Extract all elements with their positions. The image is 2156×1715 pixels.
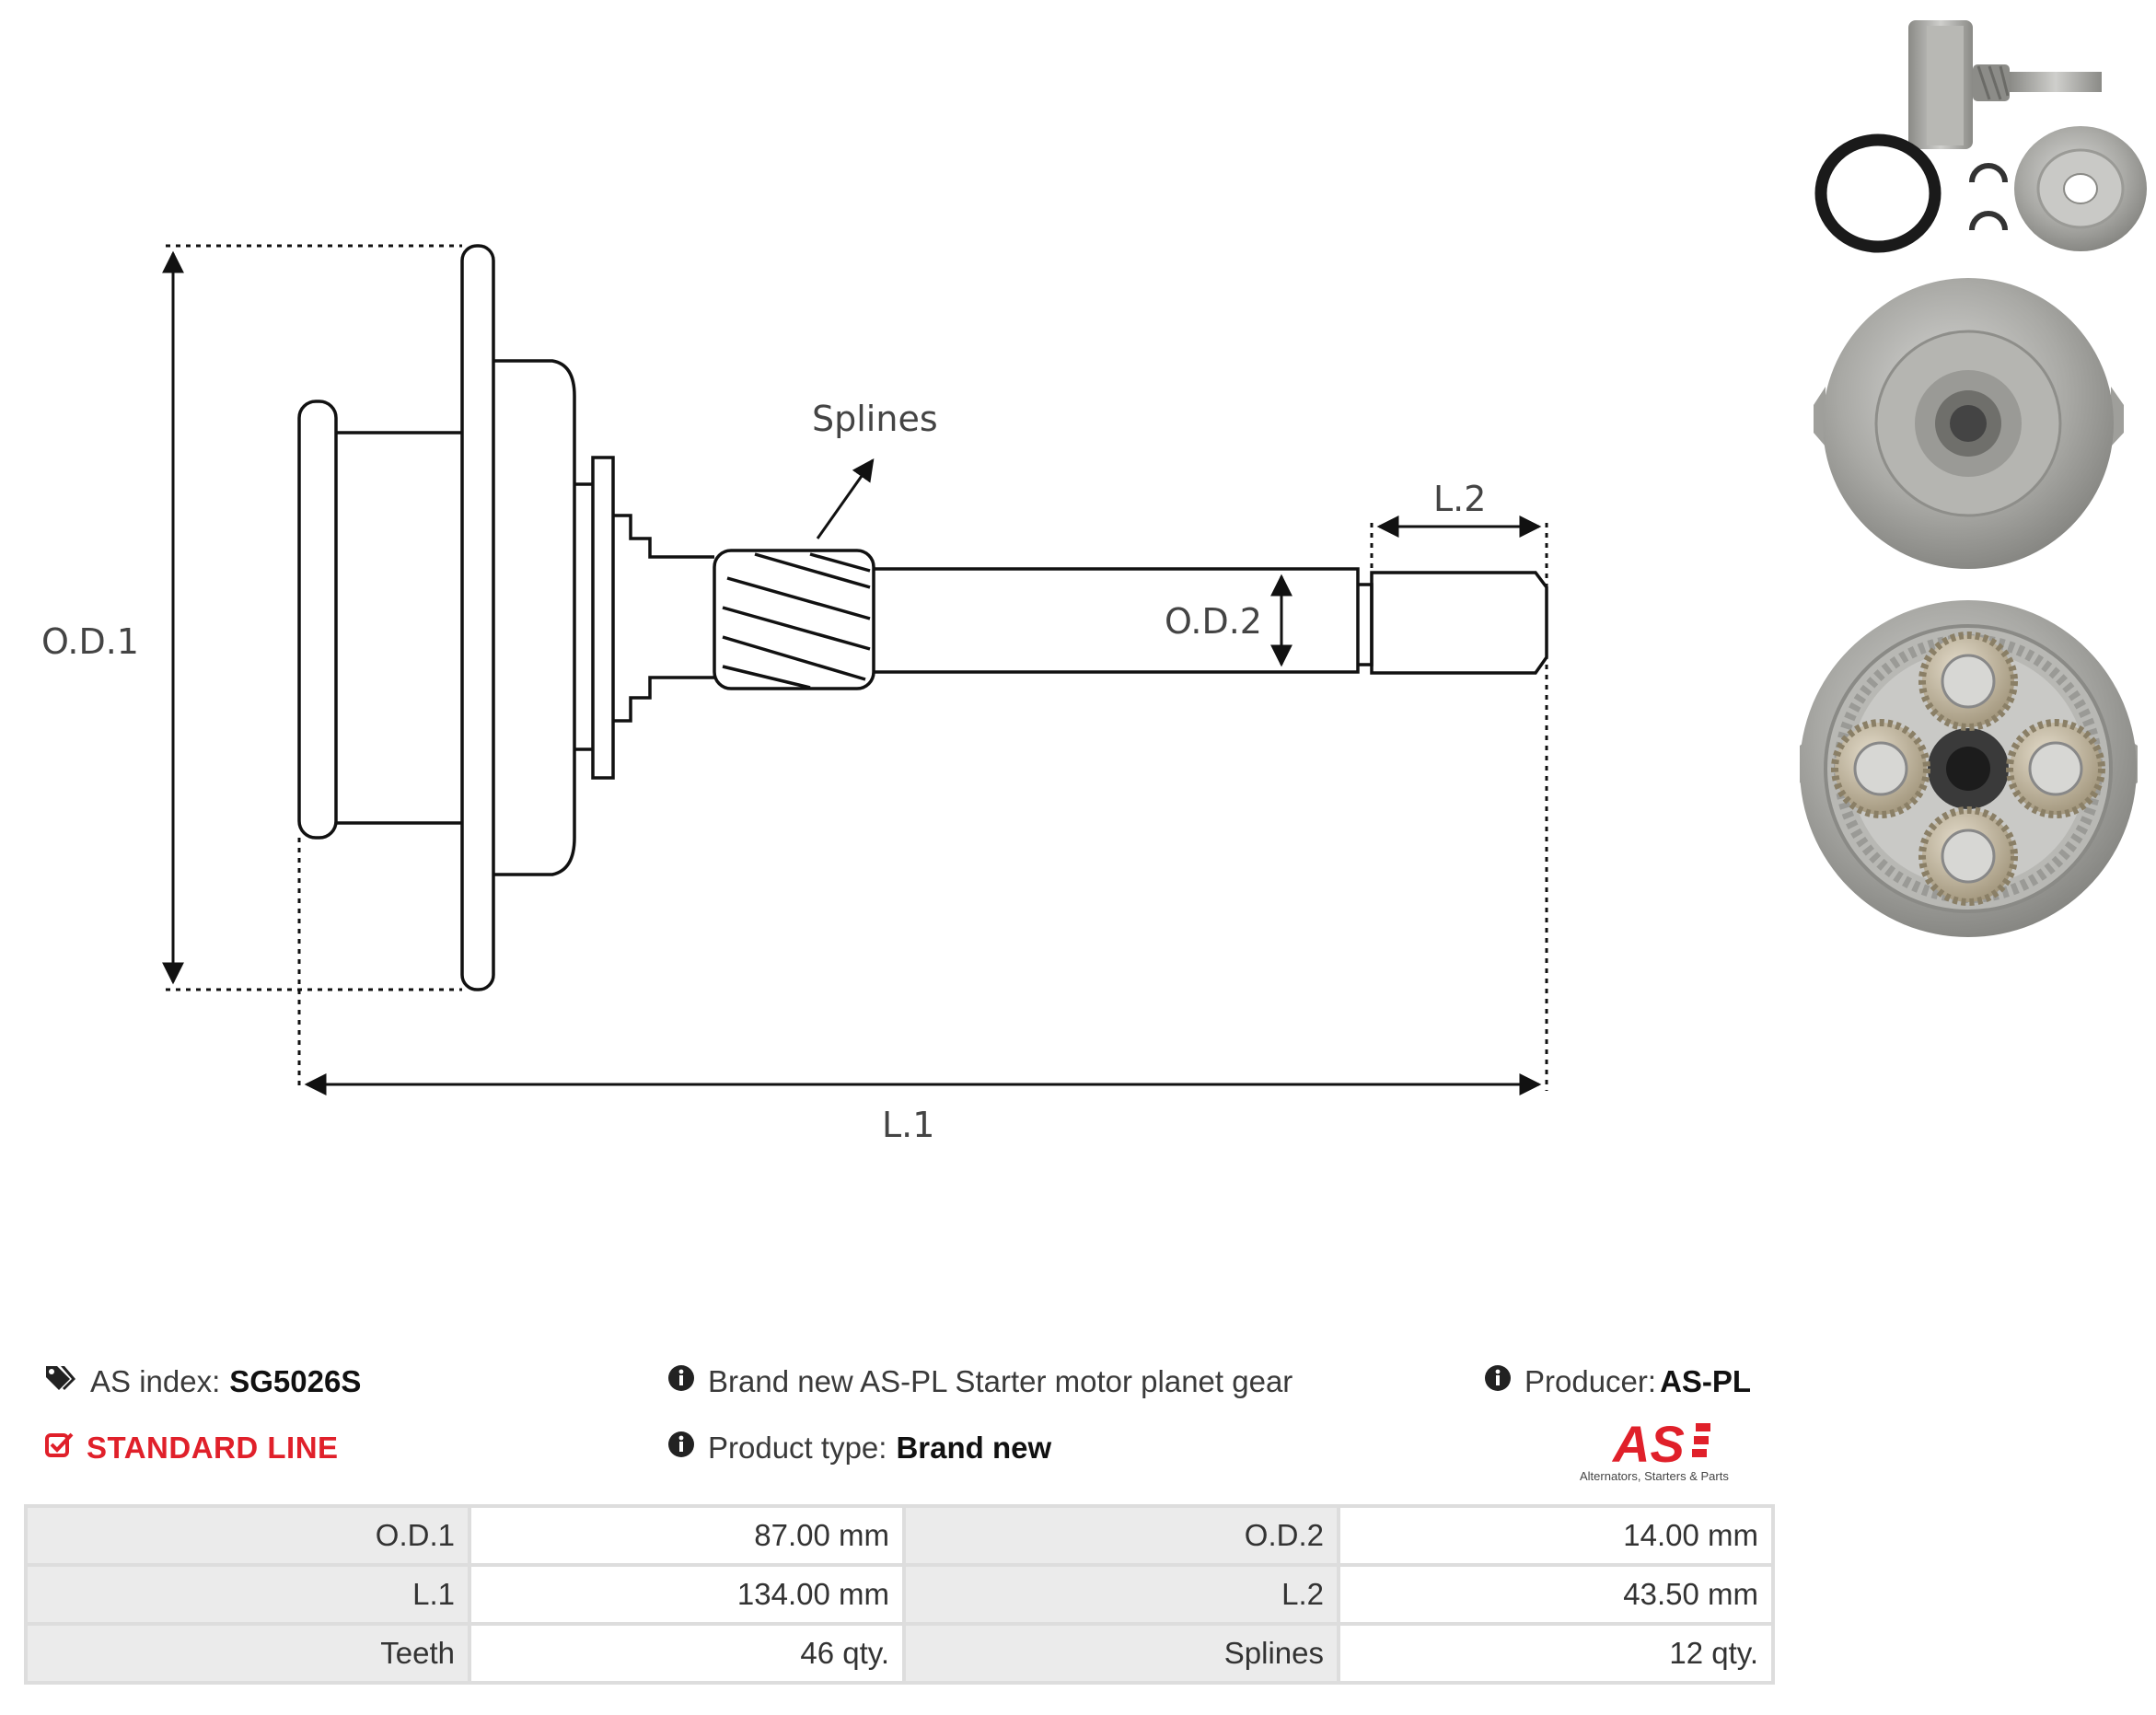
product-type-value: Brand new — [896, 1431, 1052, 1465]
as-pl-logo: AS Alternators, Starters & Parts — [1580, 1416, 1729, 1483]
info-icon — [667, 1431, 695, 1466]
od2-label: O.D.2 — [1165, 601, 1262, 642]
producer-label: Producer: — [1524, 1364, 1657, 1398]
producer-row: Producer: AS-PL — [1484, 1364, 1751, 1399]
shaft — [874, 567, 1360, 674]
product-type-label: Product type: — [708, 1431, 887, 1465]
splines-pointer — [816, 458, 875, 539]
washer-disc — [591, 456, 615, 780]
standard-line-row: STANDARD LINE — [44, 1431, 339, 1466]
table-row: L.1 134.00 mm L.2 43.50 mm — [28, 1567, 1771, 1622]
standard-line-label: STANDARD LINE — [87, 1431, 339, 1465]
l2-label: L.2 — [1433, 479, 1486, 519]
photo-housing-front — [1814, 278, 2124, 569]
splines-label: Splines — [812, 399, 938, 439]
tags-icon — [44, 1364, 77, 1399]
table-row: Teeth 46 qty. Splines 12 qty. — [28, 1626, 1771, 1681]
spec-value: 87.00 mm — [471, 1508, 902, 1563]
table-row: O.D.1 87.00 mm O.D.2 14.00 mm — [28, 1508, 1771, 1563]
info-icon — [1484, 1364, 1512, 1399]
technical-drawing: O.D.1 O.D.2 L.1 L.2 Splines — [41, 244, 1548, 1145]
spec-key: O.D.1 — [28, 1508, 468, 1563]
logo-tagline: Alternators, Starters & Parts — [1580, 1469, 1729, 1483]
back-flange — [297, 400, 338, 840]
l1-label: L.1 — [882, 1105, 934, 1145]
info-icon — [667, 1364, 695, 1399]
spec-value: 43.50 mm — [1340, 1567, 1771, 1622]
producer-value: AS-PL — [1660, 1364, 1752, 1398]
spec-key: L.1 — [28, 1567, 468, 1622]
gear-housing — [493, 359, 576, 876]
spec-key: L.2 — [906, 1567, 1337, 1622]
spec-value: 14.00 mm — [1340, 1508, 1771, 1563]
shaft-tip — [1370, 571, 1548, 675]
as-index-value: SG5026S — [229, 1364, 362, 1398]
description-row: Brand new AS-PL Starter motor planet gea… — [667, 1364, 1292, 1399]
spec-key: Splines — [906, 1626, 1337, 1681]
checkbox-icon — [44, 1431, 74, 1466]
od1-label: O.D.1 — [41, 621, 139, 662]
spec-key: O.D.2 — [906, 1508, 1337, 1563]
as-index-row: AS index: SG5026S — [44, 1364, 361, 1399]
description-text: Brand new AS-PL Starter motor planet gea… — [708, 1364, 1293, 1398]
spec-key: Teeth — [28, 1626, 468, 1681]
product-type-row: Product type: Brand new — [667, 1431, 1051, 1466]
photo-parts-kit — [1814, 20, 2147, 253]
splines-gear — [713, 549, 875, 690]
logo-mark: AS — [1611, 1416, 1685, 1473]
photo-planet-gears — [1800, 600, 2138, 937]
as-index-label: AS index: — [90, 1364, 221, 1398]
spec-table: O.D.1 87.00 mm O.D.2 14.00 mm L.1 134.00… — [24, 1504, 1775, 1685]
spec-value: 12 qty. — [1340, 1626, 1771, 1681]
spec-value: 46 qty. — [471, 1626, 902, 1681]
front-flange — [460, 244, 495, 991]
product-photos — [1800, 20, 2147, 937]
spec-value: 134.00 mm — [471, 1567, 902, 1622]
